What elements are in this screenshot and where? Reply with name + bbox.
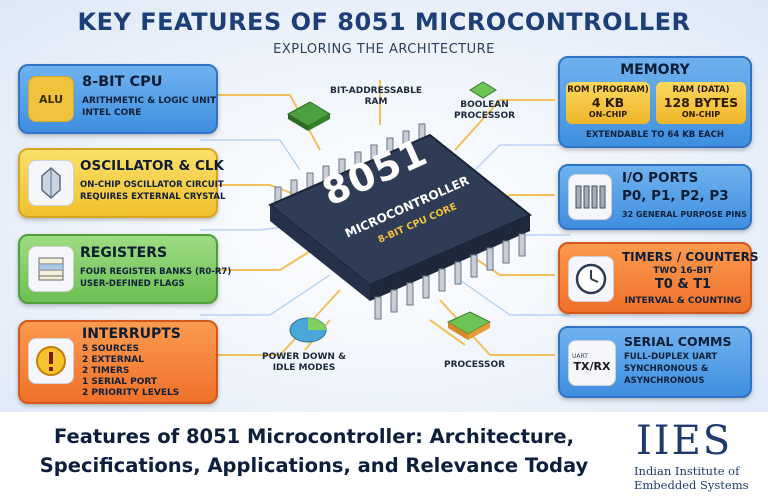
- interrupts-line-2: 2 EXTERNAL: [82, 355, 144, 365]
- chip-illustration: [268, 123, 532, 320]
- cpu-line-2: INTEL CORE: [82, 108, 142, 118]
- logo-subtitle: Indian Institute of Embedded Systems: [634, 464, 749, 492]
- bit-ram-label: BIT-ADDRESSABLE RAM: [330, 86, 423, 107]
- io-ports-list: P0, P1, P2, P3: [622, 188, 729, 204]
- alert-icon: [28, 338, 74, 384]
- article-title: Features of 8051 Microcontroller: Archit…: [39, 425, 589, 477]
- chip-pin: [502, 240, 510, 264]
- txrx-icon: UART TX/RX: [568, 340, 616, 386]
- registers-card: REGISTERS FOUR REGISTER BANKS (R0-R7) US…: [18, 234, 231, 304]
- power-label: POWER DOWN & IDLE MODES: [262, 352, 346, 373]
- ram-size: 128 BYTES: [663, 95, 739, 110]
- clock-icon: [568, 256, 614, 302]
- processor-chip-icon: [446, 311, 492, 340]
- memory-title: MEMORY: [620, 62, 690, 78]
- chip-pin: [518, 233, 526, 257]
- oscillator-card: OSCILLATOR & CLK ON-CHIP OSCILLATOR CIRC…: [18, 148, 225, 218]
- registers-title: REGISTERS: [80, 245, 168, 261]
- chip-pin: [454, 261, 462, 285]
- registers-line-2: USER-DEFINED FLAGS: [80, 279, 185, 289]
- iies-logo: IIES: [636, 418, 733, 464]
- serial-line-1: FULL-DUPLEX UART: [624, 352, 718, 362]
- serial-line-2: SYNCHRONOUS &: [624, 364, 709, 374]
- interrupts-line-4: 1 SERIAL PORT: [82, 377, 158, 387]
- chip-pin: [486, 247, 494, 271]
- register-icon: [28, 246, 74, 292]
- footer: Features of 8051 Microcontroller: Archit…: [0, 412, 768, 500]
- memory-card: MEMORY ROM (PROGRAM) 4 KB ON-CHIP RAM (D…: [558, 56, 752, 148]
- page-title: KEY FEATURES OF 8051 MICROCONTROLLER: [77, 8, 691, 36]
- io-pins-icon: [568, 174, 612, 220]
- timers-line-1: TWO 16-BIT: [653, 266, 713, 276]
- circuit-traces: [200, 80, 570, 356]
- chip-pin: [390, 289, 398, 313]
- interrupts-card: INTERRUPTS 5 SOURCES 2 EXTERNAL 2 TIMERS…: [18, 320, 218, 404]
- bit-ram-chip-icon: [286, 101, 332, 131]
- chip-pin: [438, 268, 446, 292]
- cpu-card: ALU 8-BIT CPU ARITHMETIC & LOGIC UNIT IN…: [18, 64, 218, 134]
- io-ports-card: I/O PORTS P0, P1, P2, P3 32 GENERAL PURP…: [558, 164, 752, 230]
- interrupts-line-5: 2 PRIORITY LEVELS: [82, 388, 180, 398]
- rom-size: 4 KB: [591, 95, 625, 110]
- io-ports-line-1: 32 GENERAL PURPOSE PINS: [622, 210, 747, 219]
- boolean-chip-icon: [469, 81, 497, 99]
- serial-title: SERIAL COMMS: [624, 334, 732, 349]
- timers-big: T0 & T1: [654, 277, 712, 292]
- ram-note: ON-CHIP: [681, 110, 721, 119]
- chip-pin: [374, 296, 382, 320]
- alu-icon: ALU: [28, 76, 74, 122]
- rom-note: ON-CHIP: [588, 110, 628, 119]
- memory-footer: EXTENDABLE TO 64 KB EACH: [586, 130, 724, 140]
- timers-line-2: INTERVAL & COUNTING: [624, 296, 742, 306]
- rom-label: ROM (PROGRAM): [567, 85, 649, 95]
- oscillator-title: OSCILLATOR & CLK: [80, 158, 224, 174]
- io-ports-title: I/O PORTS: [622, 170, 699, 186]
- timers-card: TIMERS / COUNTERS TWO 16-BIT T0 & T1 INT…: [558, 242, 758, 314]
- chip-pin: [406, 282, 414, 306]
- oscillator-line-1: ON-CHIP OSCILLATOR CIRCUIT: [80, 180, 224, 190]
- chip-side-left: [270, 205, 370, 301]
- rom-box: ROM (PROGRAM) 4 KB ON-CHIP: [566, 82, 650, 124]
- oscillator-line-2: REQUIRES EXTERNAL CRYSTAL: [80, 192, 226, 202]
- infographic: KEY FEATURES OF 8051 MICROCONTROLLER EXP…: [0, 0, 768, 412]
- page-subtitle: EXPLORING THE ARCHITECTURE: [273, 42, 495, 57]
- boolean-label: BOOLEAN PROCESSOR: [454, 100, 516, 121]
- serial-card: UART TX/RX SERIAL COMMS FULL-DUPLEX UART…: [558, 326, 752, 398]
- interrupts-line-3: 2 TIMERS: [82, 366, 130, 376]
- chip-pins-bottom: [374, 233, 526, 320]
- ram-label: RAM (DATA): [672, 85, 730, 95]
- interrupts-line-1: 5 SOURCES: [82, 344, 140, 354]
- registers-line-1: FOUR REGISTER BANKS (R0-R7): [80, 267, 232, 277]
- chip-pin: [422, 275, 430, 299]
- crystal-icon: [28, 160, 74, 206]
- serial-line-3: ASYNCHRONOUS: [624, 376, 705, 386]
- timers-title: TIMERS / COUNTERS: [622, 250, 759, 264]
- processor-label: PROCESSOR: [444, 360, 506, 370]
- interrupts-title: INTERRUPTS: [82, 326, 181, 342]
- chip-pin: [470, 254, 478, 278]
- chip-side-right: [370, 215, 530, 301]
- cpu-line-1: ARITHMETIC & LOGIC UNIT: [82, 96, 217, 106]
- cpu-title: 8-BIT CPU: [82, 74, 163, 90]
- power-icon: [289, 317, 327, 343]
- ram-box: RAM (DATA) 128 BYTES ON-CHIP: [656, 82, 746, 124]
